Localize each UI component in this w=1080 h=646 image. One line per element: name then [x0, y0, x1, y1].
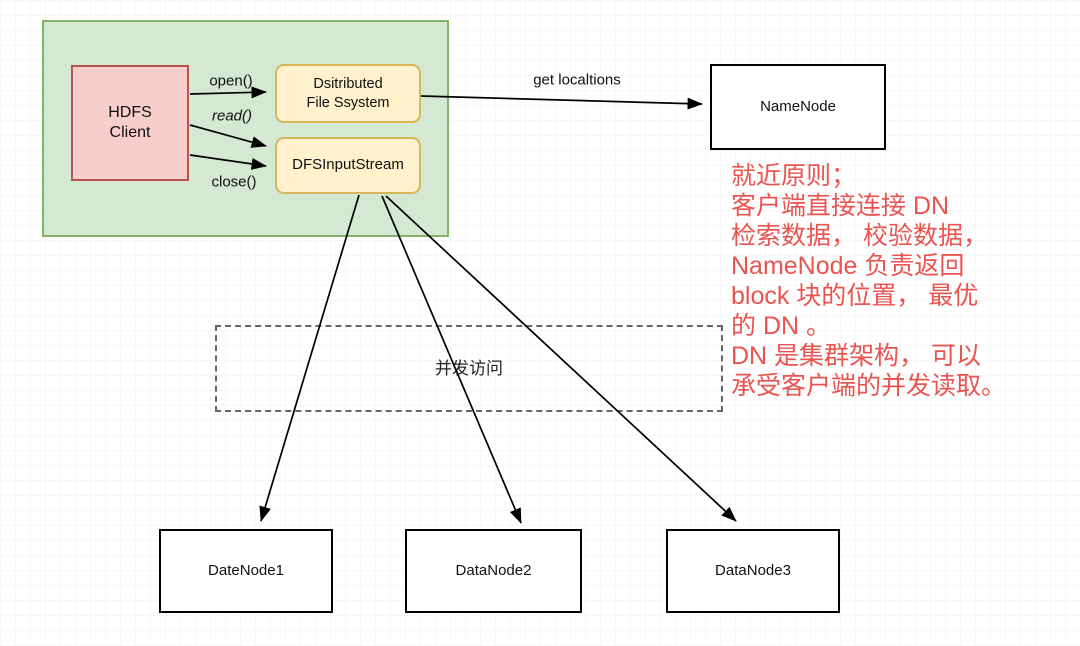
node-hdfs-client: HDFS Client	[71, 65, 189, 181]
edge-label-close: close()	[211, 173, 257, 191]
node-namenode: NameNode	[710, 64, 886, 150]
edge-label-read: read()	[211, 107, 253, 125]
edge-label-open: open()	[209, 72, 253, 90]
node-datanode2: DataNode2	[405, 529, 582, 613]
concurrent-access-region: 并发访问	[215, 325, 723, 412]
node-datanode3: DataNode3	[666, 529, 840, 613]
edge-label-get-locations: get localtions	[533, 71, 621, 89]
node-distributed-file-system: Dsitributed File Ssystem	[275, 64, 421, 123]
annotation-note: 就近原则； 客户端直接连接 DN 检索数据， 校验数据， NameNode 负责…	[731, 162, 1007, 400]
node-dfs-input-stream: DFSInputStream	[275, 137, 421, 194]
arrow-get-locations	[420, 95, 703, 110]
node-datanode1: DateNode1	[159, 529, 333, 613]
